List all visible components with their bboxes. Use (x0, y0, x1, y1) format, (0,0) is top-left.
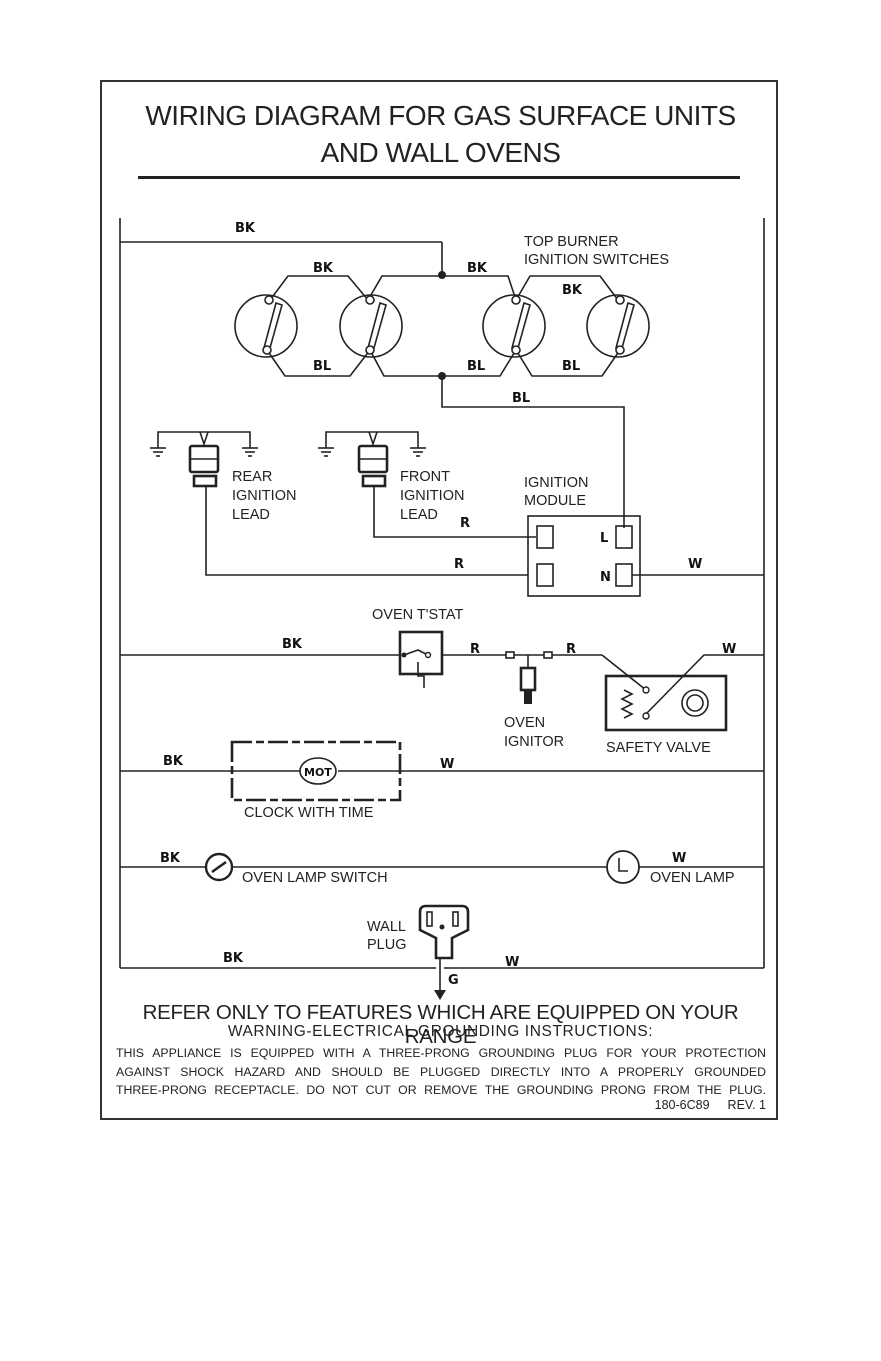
rear-lead-label-2: IGNITION (232, 488, 296, 504)
ignitor-label-2: IGNITOR (504, 734, 564, 750)
wire-bk-label: BK (467, 261, 488, 276)
ignition-module: L N R R W IGNITION MODULE (454, 475, 764, 597)
safety-valve: W SAFETY VALVE (601, 642, 764, 756)
wire-w-label: W (440, 757, 454, 772)
grounding-line-1: THIS APPLIANCE IS EQUIPPED WITH A THREE-… (116, 1046, 766, 1060)
wire-bl-label: BL (467, 359, 485, 374)
wire-bk-label: BK (163, 754, 184, 769)
safety-valve-label: SAFETY VALVE (606, 740, 711, 756)
oven-tstat-circuit: BK R R OVEN T'STAT OVEN IGNITOR (120, 607, 602, 750)
wire-bk-label: BK (235, 221, 256, 236)
front-ignition-lead: FRONT IGNITION LEAD (318, 431, 536, 538)
wire-r-label: R (460, 516, 470, 531)
wire-r-label: R (566, 642, 576, 657)
part-number-value: 180-6C89 (654, 1098, 710, 1112)
title-rule (138, 176, 740, 179)
wall-plug-label-2: PLUG (367, 937, 407, 953)
wall-plug: G BK W WALL PLUG (120, 904, 764, 1000)
wire-bl-label: BL (562, 359, 580, 374)
top-burner-switches: BK BK BK BK BL BL BL TOP BURNER IGNITION… (120, 221, 669, 380)
title-line-1: WIRING DIAGRAM FOR GAS SURFACE UNITS (145, 100, 736, 131)
ground-label: G (448, 973, 459, 988)
blue-wire: BL (441, 376, 625, 528)
wire-w-label: W (688, 557, 702, 572)
power-rails (119, 218, 765, 968)
grounding-line-3: THREE-PRONG RECEPTACLE. DO NOT CUT OR RE… (116, 1083, 766, 1097)
front-lead-label-1: FRONT (400, 469, 450, 485)
clock-label: CLOCK WITH TIME (244, 805, 374, 821)
rear-lead-label-3: LEAD (232, 507, 270, 523)
oven-lamp-circuit: BK W OVEN LAMP SWITCH OVEN LAMP (120, 850, 764, 886)
wire-bk-label: BK (282, 637, 303, 652)
wire-w-label: W (505, 955, 519, 970)
wire-w-label: W (722, 642, 736, 657)
module-label-1: IGNITION (524, 475, 588, 491)
title-line-2: AND WALL OVENS (320, 137, 561, 168)
wire-bl-label: BL (512, 391, 530, 406)
module-l-label: L (600, 531, 608, 546)
diagram-frame (100, 80, 778, 1120)
rear-lead-label-1: REAR (232, 469, 272, 485)
front-lead-label-2: IGNITION (400, 488, 464, 504)
top-burner-label-1: TOP BURNER (524, 234, 619, 250)
tstat-label: OVEN T'STAT (372, 607, 464, 623)
grounding-warning-heading: WARNING-ELECTRICAL GROUNDING INSTRUCTION… (227, 1023, 654, 1040)
wire-bk-label: BK (160, 851, 181, 866)
motor-label: MOT (304, 766, 332, 779)
wire-w-label: W (672, 851, 686, 866)
ignitor-label-1: OVEN (504, 715, 545, 731)
top-burner-label-2: IGNITION SWITCHES (524, 252, 669, 268)
switch-2 (339, 294, 403, 358)
wire-r-label: R (454, 557, 464, 572)
grounding-line-2: AGAINST SHOCK HAZARD AND SHOULD BE PLUGG… (116, 1064, 766, 1079)
revision: REV. 1 (727, 1098, 766, 1112)
clock-with-timer: MOT BK W CLOCK WITH TIME (120, 740, 764, 821)
refer-notice: REFER ONLY TO FEATURES WHICH ARE EQUIPPE… (142, 1001, 739, 1048)
part-number: 180-6C89 REV. 1 (560, 1098, 766, 1112)
wire-bk-label: BK (562, 283, 583, 298)
module-label-2: MODULE (524, 493, 586, 509)
switch-3 (482, 294, 546, 358)
lamp-label: OVEN LAMP (650, 870, 735, 886)
front-lead-label-3: LEAD (400, 507, 438, 523)
module-n-label: N (600, 570, 611, 585)
switch-4 (586, 294, 650, 358)
switch-1 (234, 294, 298, 358)
rear-ignition-lead: REAR IGNITION LEAD (150, 431, 528, 576)
wire-bl-label: BL (313, 359, 331, 374)
lamp-switch-label: OVEN LAMP SWITCH (242, 870, 388, 886)
wall-plug-label-1: WALL (367, 919, 406, 935)
grounding-instructions: THIS APPLIANCE IS EQUIPPED WITH A THREE-… (116, 1044, 766, 1100)
wire-bk-label: BK (313, 261, 334, 276)
wire-r-label: R (470, 642, 480, 657)
wire-bk-label: BK (223, 951, 244, 966)
